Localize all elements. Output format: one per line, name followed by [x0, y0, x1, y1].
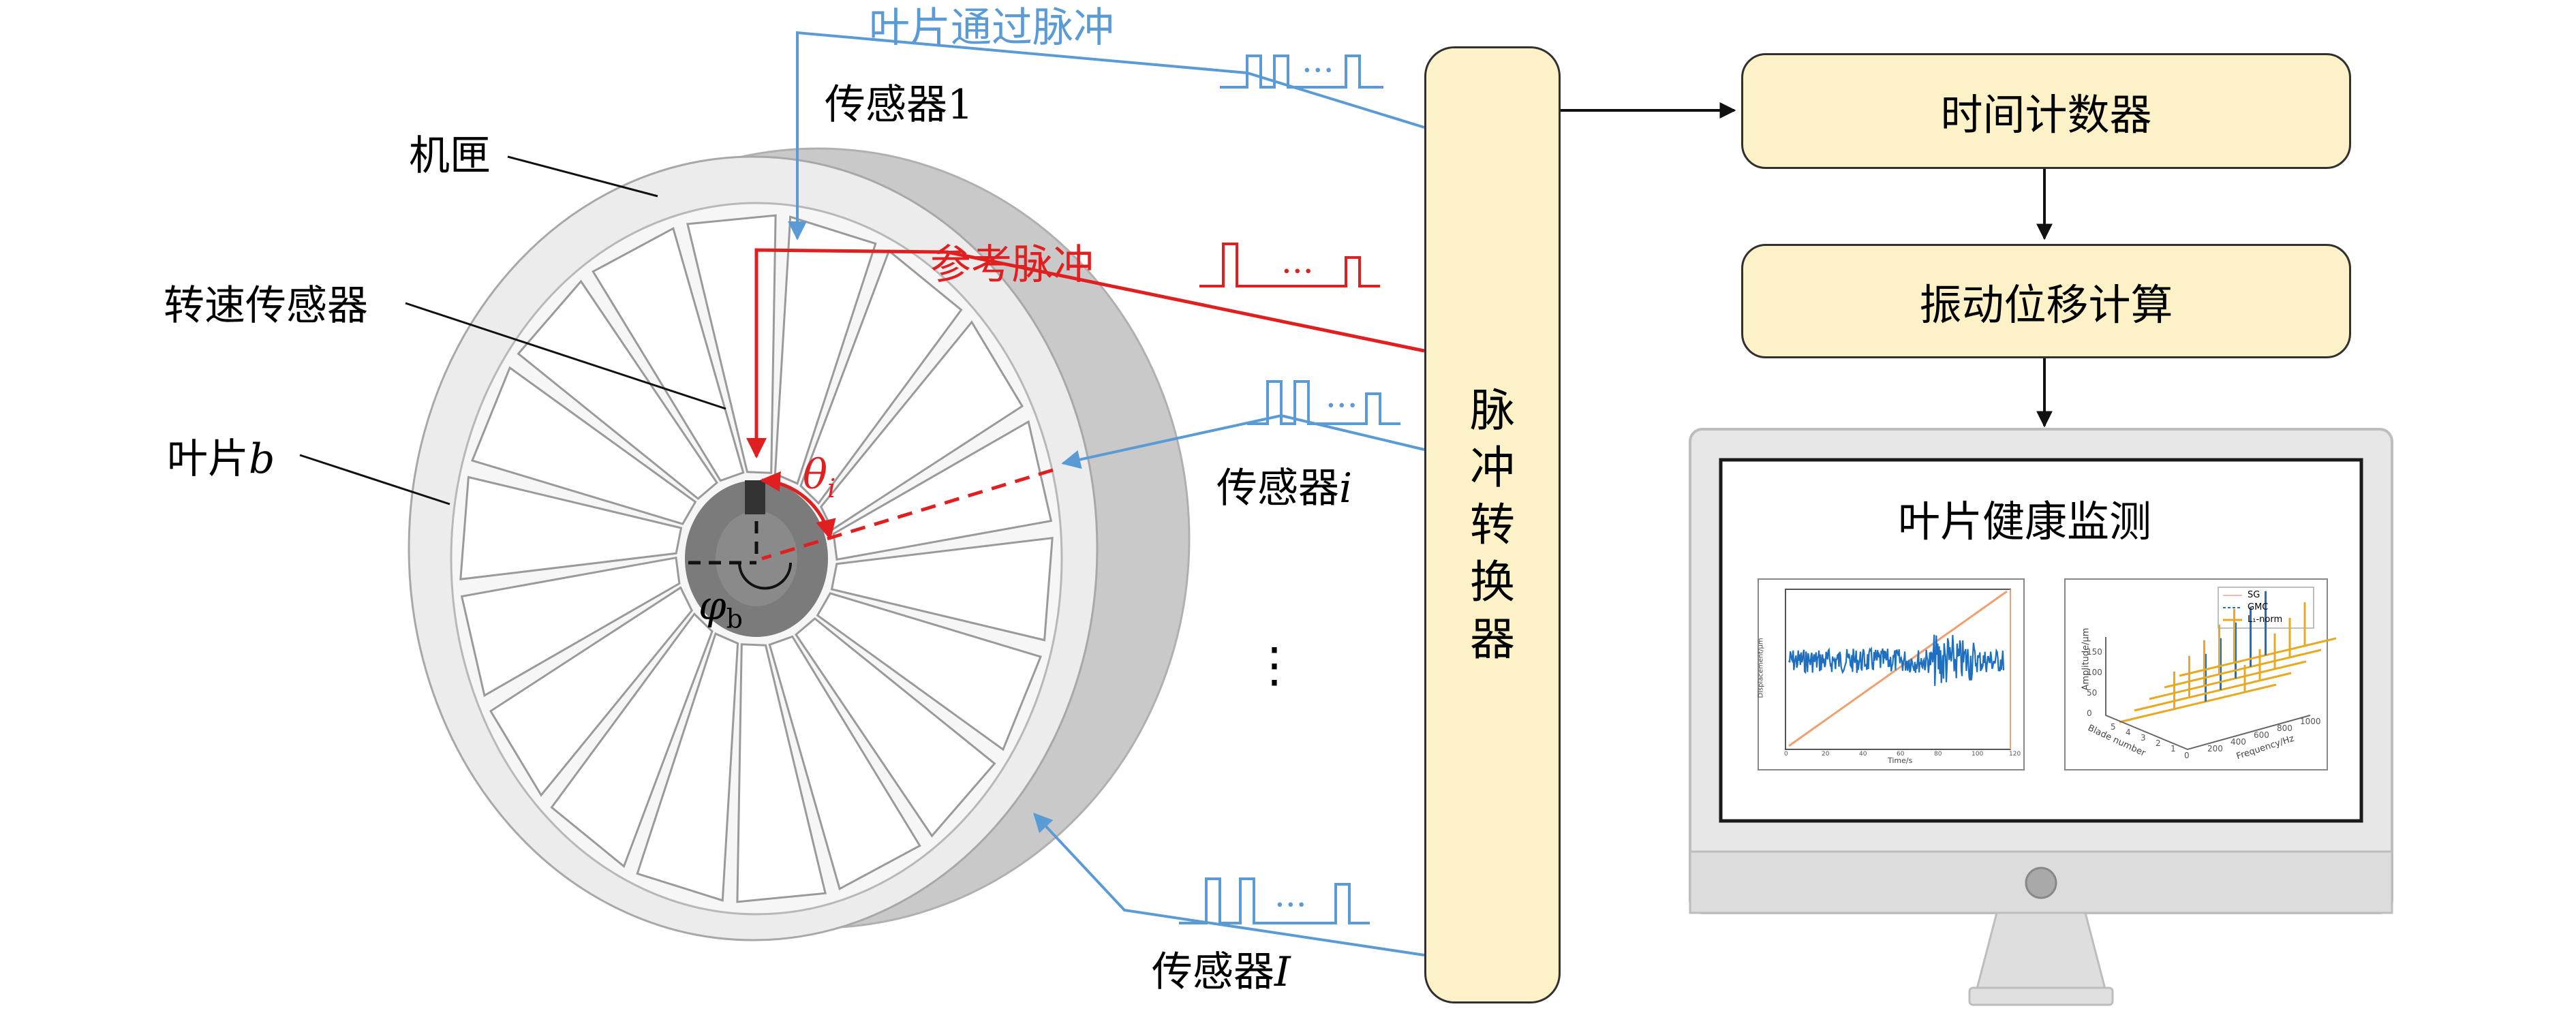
chart2-xtick: 0	[2184, 751, 2190, 760]
chart1-xlabel: Time/s	[1888, 756, 1913, 765]
chart2-xtick: 600	[2254, 730, 2269, 740]
spectrum-baseline	[2134, 672, 2292, 712]
chart2-xtick: 800	[2277, 723, 2293, 733]
chart2-ztick: 2	[2156, 738, 2161, 748]
chart1-xtick: 100	[1972, 751, 1984, 758]
chart2-ytick: 0	[2087, 708, 2092, 718]
label-speed-sensor: 转速传感器	[164, 282, 368, 330]
chart2-ztick: 1	[2171, 744, 2176, 753]
monitor-base	[1968, 986, 2114, 1006]
chart1-xtick: 120	[2009, 751, 2021, 758]
blade	[459, 476, 683, 581]
chart1-signal	[1788, 634, 2005, 686]
chart1-xtick: 60	[1897, 751, 1905, 758]
monitor-power-button	[2025, 867, 2057, 899]
blade-ring	[459, 214, 1054, 903]
chart2-xtick: 200	[2207, 744, 2223, 753]
blade	[517, 279, 718, 500]
spectrum-baseline	[2149, 660, 2307, 700]
label-sensor-I: 传感器I	[1152, 948, 1291, 996]
label-theta: θi	[803, 451, 836, 503]
blade	[830, 536, 1054, 642]
chart2-legend-gmc: GMC	[2248, 602, 2269, 612]
chart2-xtick: 1000	[2300, 717, 2321, 726]
pulse-sensor-i	[1247, 380, 1400, 425]
pulse-converter-label: 脉冲转换器	[1470, 384, 1515, 666]
chart1-trend	[1788, 590, 2008, 747]
chart2-legend-sg: SG	[2248, 590, 2260, 600]
chart2-axes	[2105, 637, 2311, 751]
chart2-xtick: 400	[2230, 737, 2246, 747]
vibration-calc-box: 振动位移计算	[1741, 244, 2351, 358]
blade	[768, 635, 921, 890]
chart1-xtick: 20	[1822, 751, 1830, 758]
monitor	[1689, 428, 2393, 1006]
sensor-i-dashed	[761, 468, 1054, 561]
leader-casing	[507, 155, 658, 198]
label-ellipsis: ⋮	[1251, 637, 1298, 693]
chart2-ylabel: Amplitude/μm	[2081, 627, 2091, 691]
blade	[460, 556, 681, 698]
pulse-sensor1	[1220, 54, 1383, 89]
vibration-calc-label: 振动位移计算	[1919, 280, 2173, 330]
blade	[832, 420, 1053, 561]
svg-text:···: ···	[1281, 251, 1314, 291]
leader-blade	[299, 454, 450, 505]
label-sensor-i: 传感器i	[1216, 465, 1353, 512]
time-counter-label: 时间计数器	[1940, 90, 2152, 140]
svg-text:···: ···	[1274, 885, 1307, 924]
chart2-ztick: 3	[2141, 733, 2146, 743]
label-blade-pulse: 叶片通过脉冲	[869, 4, 1114, 52]
sensor1-line	[788, 31, 1425, 240]
chart2-ytick: 100	[2087, 668, 2102, 677]
chart1-ylabel: Displacement/μm	[1757, 638, 1765, 698]
sensor-I-line	[1033, 812, 1425, 956]
chart2-spectra	[2119, 591, 2337, 723]
chart1-xtick: 0	[1784, 751, 1788, 758]
chart2-legend-l1: L₁-norm	[2248, 614, 2283, 625]
chart1-xtick: 80	[1934, 751, 1942, 758]
theta-arc	[760, 471, 836, 540]
blade	[636, 632, 739, 902]
blade	[592, 227, 745, 482]
spectrum-baseline	[2119, 683, 2277, 723]
pulse-sensor-I	[1179, 877, 1370, 924]
blade	[816, 592, 1043, 751]
label-casing: 机匣	[409, 132, 491, 180]
leader-speed-sensor	[405, 302, 726, 410]
chart2-ztick: 4	[2126, 728, 2131, 737]
chart-time-series	[1758, 578, 2025, 770]
monitor-stand	[1975, 912, 2107, 993]
chart2-ztick: 5	[2111, 722, 2116, 732]
chart2-ytick: 150	[2087, 647, 2102, 657]
chart-3d-spectrum	[2064, 578, 2337, 770]
speed-sensor-mark	[745, 480, 765, 514]
turbine-wheel	[408, 147, 1191, 941]
blade	[736, 643, 827, 903]
svg-text:···: ···	[1325, 386, 1358, 425]
spectrum-baseline	[2179, 637, 2337, 677]
phi-arc	[738, 562, 792, 590]
chart1-xtick: 40	[1859, 751, 1867, 758]
blade	[470, 366, 697, 525]
label-ref-pulse: 参考脉冲	[930, 241, 1094, 289]
pulse-converter-box: 脉冲转换器	[1424, 46, 1561, 1003]
label-phi: φb	[699, 582, 743, 634]
blade	[795, 617, 996, 838]
blade	[550, 612, 714, 869]
time-counter-box: 时间计数器	[1741, 53, 2351, 169]
label-sensor1: 传感器1	[825, 81, 974, 129]
svg-text:···: ···	[1302, 50, 1334, 90]
chart2-ytick: 50	[2087, 688, 2098, 698]
blade	[489, 586, 693, 797]
monitor-title: 叶片健康监测	[1898, 497, 2152, 546]
spectrum-baseline	[2164, 649, 2322, 689]
label-blade: 叶片b	[167, 435, 275, 483]
reference-line	[746, 248, 1425, 458]
pulse-reference	[1199, 243, 1380, 287]
